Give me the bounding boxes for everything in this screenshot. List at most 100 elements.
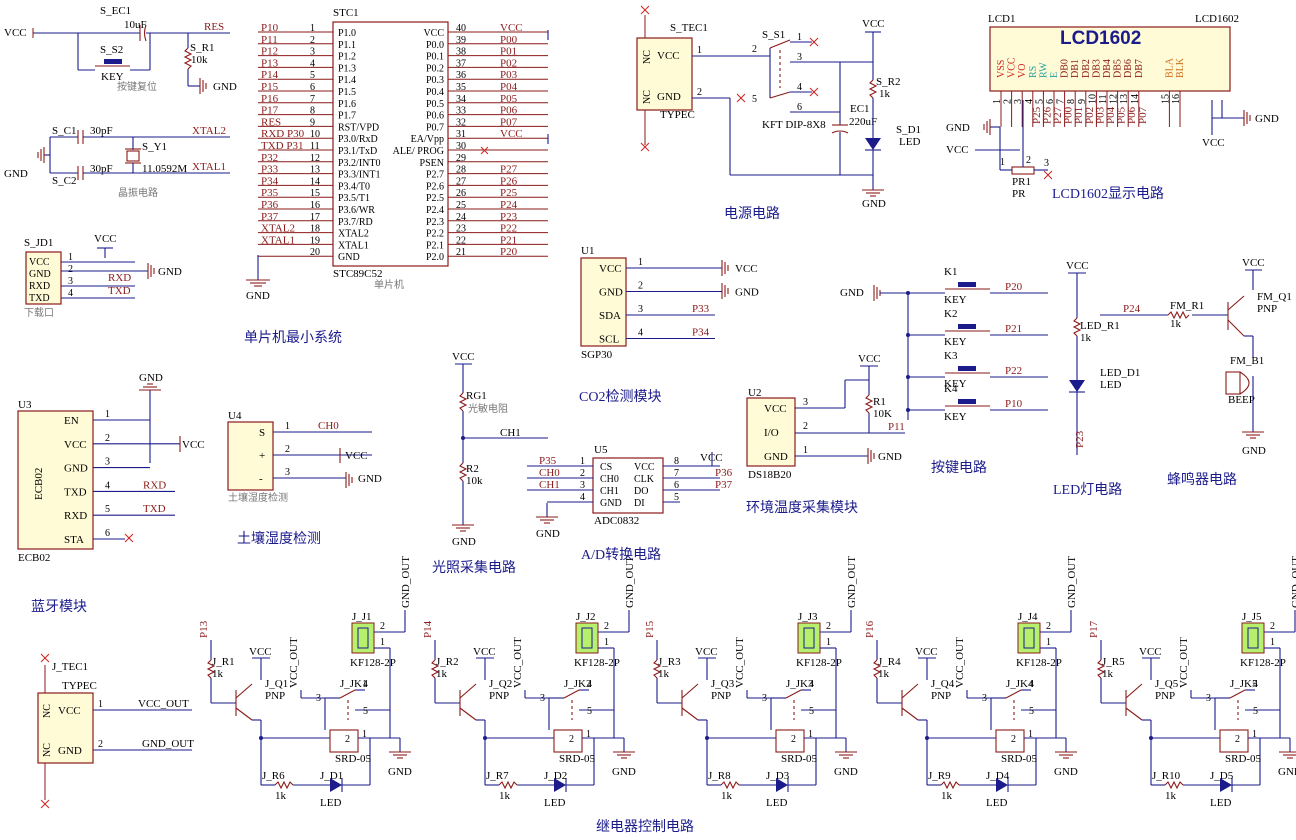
relay-led-res-ref: J_R8: [708, 770, 731, 782]
relay-led-ref: J_D4: [986, 770, 1010, 782]
mcu-right-pin-num: 28: [456, 165, 466, 176]
mcu-left-net: RES: [261, 116, 281, 128]
co2-pin-net: P34: [692, 327, 710, 339]
relay-term-type: KF128-2P: [574, 657, 620, 669]
relay-pin2: 2: [1011, 734, 1016, 745]
relay-pin2: 2: [791, 734, 796, 745]
ds18b20-pin-num: 2: [803, 421, 808, 432]
bt-pin-name: RXD: [64, 510, 87, 522]
lcd-pin-num: 4: [1024, 99, 1035, 104]
power-sw-pin2: 2: [752, 44, 757, 55]
lcd-pin-name: DB0: [1060, 59, 1071, 78]
power-typec-type: TYPEC: [660, 109, 695, 121]
relay-led-res-ref: J_R7: [486, 770, 509, 782]
mcu-right-net: P07: [500, 116, 518, 128]
mcu-right-pin-name: PSEN: [420, 158, 444, 169]
adc-left-pin-net: P35: [539, 455, 557, 467]
title-power: 电源电路: [724, 206, 780, 222]
adc-left-pin-net: CH0: [539, 467, 560, 479]
key-type: KEY: [944, 378, 967, 390]
power-res-ref: S_R2: [876, 76, 900, 88]
power-sw-pin6: 6: [797, 102, 802, 113]
typec2-pin1-num: 1: [98, 699, 103, 710]
buzzer-circuit: P24 FM_R1 1k FM_Q1 PNP VCC FM_B1 BEEP GN…: [1100, 257, 1292, 457]
relay-coil: [995, 729, 1025, 753]
lcd-pin-name: VCC: [1007, 57, 1018, 78]
adc-left-pin-net: CH1: [539, 479, 560, 491]
adc-left-pin-num: 3: [580, 480, 585, 491]
mcu-left-pin-name: P3.2/INT0: [338, 158, 381, 169]
relay-gnd-label: GND: [1054, 766, 1078, 778]
buzzer-net: P24: [1123, 303, 1141, 315]
relay-gnd-label: GND: [834, 766, 858, 778]
relay-led-type: LED: [986, 797, 1007, 809]
relay-sw-pin4: 4: [1029, 679, 1034, 690]
lcd-pin-num: 11: [1098, 94, 1109, 104]
relay-led-res-ref: J_R10: [1152, 770, 1181, 782]
bt-pin-num: 3: [105, 457, 110, 468]
relay-res-ref: J_R3: [658, 656, 681, 668]
soil-pin-net: VCC: [345, 450, 368, 462]
relay-res-ref: J_R5: [1102, 656, 1125, 668]
soil-pin-name: +: [259, 450, 265, 462]
key-type: KEY: [944, 294, 967, 306]
relay-gnd-label: GND: [1278, 766, 1296, 778]
ds18b20-gnd-label: GND: [878, 451, 902, 463]
relay-term-type: KF128-2P: [350, 657, 396, 669]
buzzer-q-ref: FM_Q1: [1257, 291, 1292, 303]
mcu-right-pin-name: EA/Vpp: [411, 134, 444, 145]
relay-sw-pin5: 5: [1029, 706, 1034, 717]
relay-led-res-value: 1k: [499, 790, 511, 802]
mcu-right-pin-num: 30: [456, 141, 466, 152]
crystal-c1-value: 30pF: [90, 125, 113, 137]
ds18b20-part: DS18B20: [748, 469, 792, 481]
mcu-left-pin-num: 5: [310, 70, 315, 81]
buzzer-res-value: 1k: [1170, 318, 1182, 330]
mcu-left-pin-name: P1.7: [338, 111, 356, 122]
mcu-right-pin-num: 31: [456, 129, 466, 140]
adc-left-pin-name: GND: [600, 498, 622, 509]
bt-pin-num: 6: [105, 528, 110, 539]
mcu-left-pin-num: 13: [310, 165, 320, 176]
relay-q-type: PNP: [711, 690, 731, 702]
lcd-pin-name: DB5: [1113, 59, 1124, 78]
power-led-type: LED: [899, 136, 920, 148]
relay-type: SRD-05: [1001, 753, 1038, 765]
mcu-left-net: P35: [261, 187, 279, 199]
relay-led-res-value: 1k: [941, 790, 953, 802]
ds18b20-pin-name: VCC: [764, 403, 787, 415]
reset-gnd-label: GND: [213, 81, 237, 93]
relay-q-ref: J_Q5: [1155, 678, 1179, 690]
key-type: KEY: [944, 336, 967, 348]
mcu-right-pin-name: P0.2: [426, 63, 444, 74]
mcu-right-net: P01: [500, 46, 517, 58]
mcu-left-pin-num: 6: [310, 82, 315, 93]
relay-net: P13: [198, 620, 210, 638]
soil-pin-num: 1: [285, 421, 290, 432]
mcu-right-pin-num: 23: [456, 224, 466, 235]
mcu-left-net: P15: [261, 81, 279, 93]
relay-res-value: 1k: [658, 668, 670, 680]
key-ref: K3: [944, 350, 958, 362]
relay-gnd-out: GND_OUT: [624, 556, 636, 608]
adc-right-pin-name: DI: [634, 498, 645, 509]
mcu-right-pin-num: 39: [456, 35, 466, 46]
power-sw-pin1: 1: [797, 32, 802, 43]
power-sw-pin3: 3: [797, 52, 802, 63]
power-switch-ref: S_S1: [762, 29, 785, 41]
mcu-left-pin-num: 7: [310, 94, 315, 105]
relay-vcc-out: VCC_OUT: [734, 637, 746, 688]
mcu-left-net: P12: [261, 46, 278, 58]
mcu-right-net: P23: [500, 211, 518, 223]
mcu-right-net: P25: [500, 187, 518, 199]
mcu-right-pin-num: 38: [456, 47, 466, 58]
buzzer-gnd-label: GND: [1242, 445, 1266, 457]
ds18b20-res-ref: R1: [873, 396, 886, 408]
lcd-pin-name: DB4: [1102, 59, 1113, 78]
light-circuit: VCC RG1 光敏电阻 CH1 R2 10k GND: [452, 351, 548, 548]
